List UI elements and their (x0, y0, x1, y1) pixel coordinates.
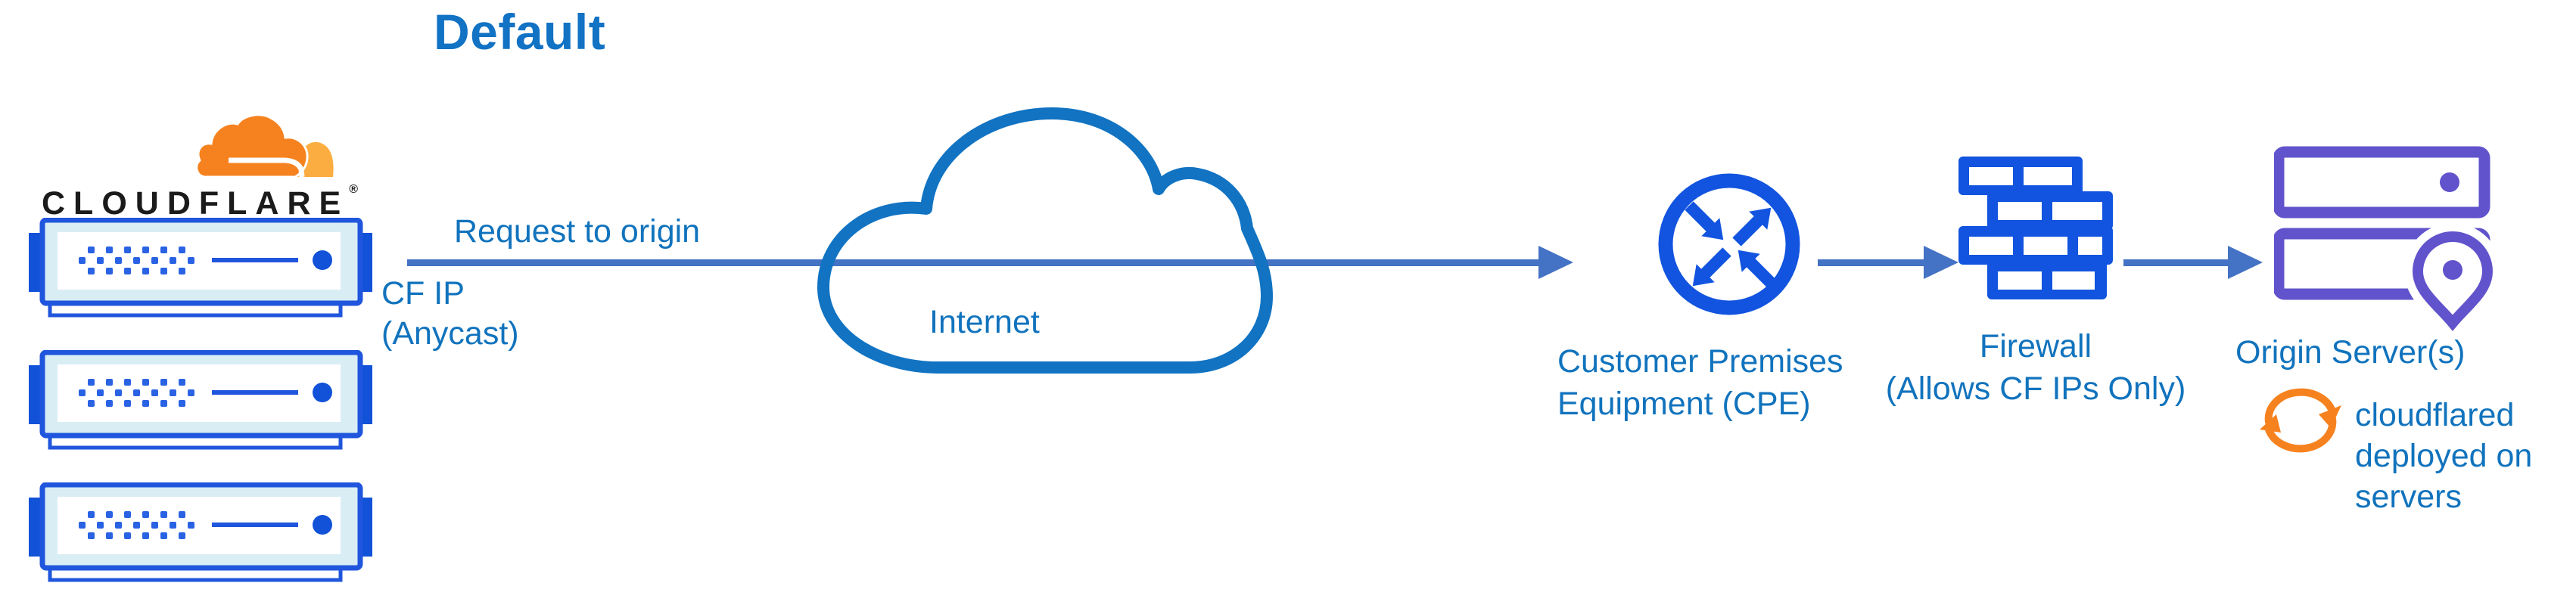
cpe-to-firewall-line (1818, 259, 1924, 266)
sync-icon (2260, 388, 2341, 453)
cf-ip-anycast-label: CF IP (Anycast) (381, 274, 519, 354)
internet-cloud-icon (817, 107, 1273, 374)
origin-servers-label: Origin Server(s) (2235, 334, 2466, 371)
request-to-origin-label: Request to origin (454, 213, 701, 250)
edge-server-icon (29, 218, 372, 318)
internet-label: Internet (929, 304, 1040, 340)
cpe-label-line1: Customer Premises (1557, 343, 1843, 380)
server-led-dots (79, 247, 194, 274)
arrow-right-icon (1538, 246, 1573, 279)
cloudflared-note: cloudflared deployed on servers (2355, 395, 2532, 517)
edge-server-icon (29, 482, 372, 582)
cloudflare-wordmark: CLOUDFLARE® (42, 183, 358, 222)
firewall-label-line1: Firewall (1979, 328, 2092, 364)
firewall-icon (1958, 157, 2113, 299)
firewall-to-origin-line (2123, 259, 2228, 266)
cloudflared-note-line3: servers (2355, 479, 2462, 515)
diagram-title: Default (434, 4, 606, 60)
firewall-label-line2: (Allows CF IPs Only) (1885, 371, 2186, 407)
edge-server-icon (29, 350, 372, 450)
cpe-router-icon (1658, 173, 1800, 315)
arrow-right-icon (1924, 246, 1958, 279)
cloudflare-wordmark-text: CLOUDFLARE (42, 185, 350, 222)
cf-ip-line2: (Anycast) (381, 315, 519, 352)
cloudflared-note-line1: cloudflared (2355, 397, 2515, 433)
cf-ip-line1: CF IP (381, 275, 465, 312)
location-pin-icon (2403, 223, 2494, 331)
request-flow-line (407, 259, 1538, 266)
cloudflare-logo-icon (195, 113, 334, 178)
arrow-right-icon (2228, 246, 2263, 279)
origin-servers-icon (2274, 146, 2494, 331)
firewall-label: Firewall (Allows CF IPs Only) (1862, 325, 2210, 410)
cloudflared-note-line2: deployed on (2355, 438, 2533, 474)
registered-trademark-icon: ® (349, 183, 358, 196)
cpe-label-line2: Equipment (CPE) (1557, 386, 1811, 422)
cpe-label: Customer Premises Equipment (CPE) (1557, 340, 1843, 425)
